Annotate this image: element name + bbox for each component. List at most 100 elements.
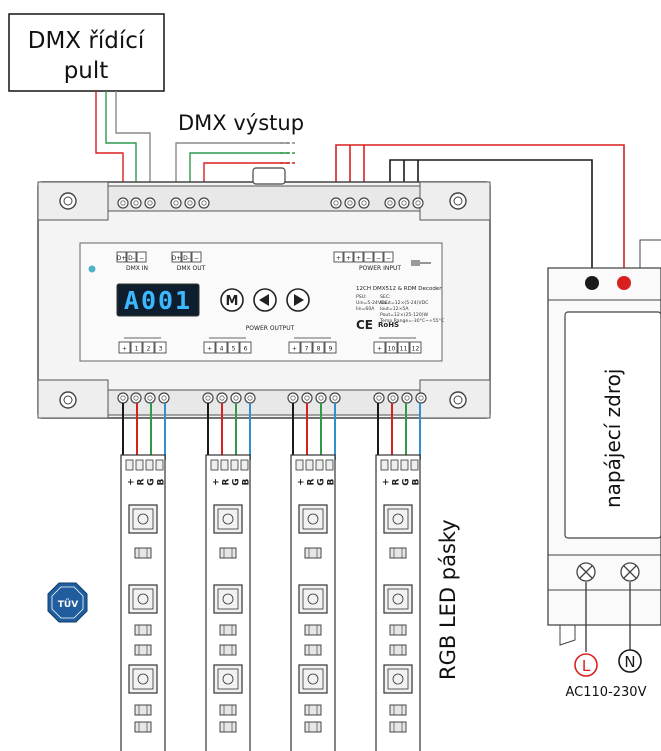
dmx-out-pin: D+: [171, 251, 182, 263]
strip-pin-label: R: [307, 478, 317, 485]
neutral-input-marker: N: [618, 649, 642, 673]
led-chip: [213, 664, 243, 694]
resistor: [219, 644, 237, 656]
dmx-in-wires: [95, 91, 151, 190]
prev-button[interactable]: [253, 288, 277, 312]
terminal-screw: [230, 392, 242, 404]
next-button[interactable]: [286, 288, 310, 312]
controller-label-line1: DMX řídící: [28, 28, 145, 54]
resistor: [134, 721, 152, 733]
resistor: [304, 704, 322, 716]
top-terminal-screws: [117, 197, 424, 209]
power-output-pin-label: 4: [220, 346, 224, 353]
terminal-screw: [117, 392, 129, 404]
terminal-screw: [184, 197, 196, 209]
spec-line: Uout=12×(5-24)VDC: [380, 300, 428, 306]
power-input-pin: −: [373, 251, 384, 263]
ac-voltage-label: AC110-230V: [566, 685, 647, 700]
resistor: [219, 547, 237, 559]
strip-pin-label: G: [147, 478, 157, 485]
dmx-output-label: DMX výstup: [178, 111, 304, 135]
resistor: [389, 644, 407, 656]
mode-button[interactable]: M: [220, 288, 244, 312]
tuv-badge-text: TÜV: [58, 599, 78, 610]
resistor: [134, 624, 152, 636]
dmx-out-block: D+D-− DMX OUT: [171, 251, 206, 272]
power-output-pin-label: +: [377, 346, 382, 353]
power-input-pin: −: [363, 251, 374, 263]
display-readout: A001: [124, 286, 192, 315]
svg-text:−: −: [386, 255, 391, 262]
led-chip: [213, 584, 243, 614]
terminal-screw: [216, 392, 228, 404]
spec-line: Temp Range=-30°C~+55°C: [379, 318, 444, 324]
terminal-screw: [329, 392, 341, 404]
dmx-in-pin: D-: [126, 251, 137, 263]
terminal-screw: [144, 197, 156, 209]
strip-pin-label: B: [242, 478, 252, 485]
resistor: [389, 624, 407, 636]
terminal-screw: [287, 392, 299, 404]
power-input-pin: +: [333, 251, 344, 263]
resistor: [389, 547, 407, 559]
strip-pin-label: B: [157, 478, 167, 485]
rohs-mark: RoHS: [378, 321, 399, 329]
svg-text:−: −: [376, 255, 381, 262]
resistor: [304, 624, 322, 636]
resistor: [219, 721, 237, 733]
power-input-pin: +: [343, 251, 354, 263]
ce-mark: CE: [356, 318, 373, 332]
terminal-screw: [358, 197, 370, 209]
resistor: [389, 704, 407, 716]
strip-pin-label: +: [297, 478, 307, 486]
led-chip: [128, 664, 158, 694]
psu-negative-terminal: [585, 276, 599, 290]
spec-line: SEC:: [380, 294, 391, 300]
svg-text:+: +: [336, 255, 341, 262]
terminal-screw: [130, 392, 142, 404]
terminal-screw: [130, 197, 142, 209]
power-output-pin-label: 7: [305, 346, 309, 353]
dmx-out-pin: −: [191, 251, 202, 263]
resistor: [304, 547, 322, 559]
strip-pin-label: B: [412, 478, 422, 485]
dmx-out-pin: D-: [181, 251, 192, 263]
power-input-block: +++−−− POWER INPUT: [333, 251, 401, 272]
spec-right: SEC:Uout=12×(5-24)VDCIout=12×5APout=12×(…: [379, 294, 444, 324]
svg-text:+: +: [346, 255, 351, 262]
resistor: [304, 721, 322, 733]
power-output-pin-label: +: [122, 346, 127, 353]
spec-line: Iin=60A: [356, 306, 375, 312]
led-chip: [213, 504, 243, 534]
led-chip: [128, 504, 158, 534]
terminal-screw: [398, 197, 410, 209]
power-output-pin-label: 8: [317, 346, 321, 353]
dmx-in-pin: D+: [116, 251, 127, 263]
terminal-screw: [144, 392, 156, 404]
resistor: [134, 547, 152, 559]
strip-pin-label: G: [232, 478, 242, 485]
svg-text:−: −: [194, 255, 199, 262]
resistor: [134, 704, 152, 716]
power-output-pin-label: +: [207, 346, 212, 353]
svg-text:L: L: [582, 657, 591, 675]
resistor: [389, 721, 407, 733]
terminal-screw: [301, 392, 313, 404]
led-chip: [383, 664, 413, 694]
terminal-screw: [170, 197, 182, 209]
terminal-screw: [117, 197, 129, 209]
power-output-pin-label: 11: [400, 346, 408, 353]
dmx-out-label: DMX OUT: [177, 265, 206, 272]
led-strips-label: RGB LED pásky: [436, 519, 460, 680]
power-output-pin-label: 12: [412, 346, 420, 353]
svg-text:N: N: [624, 653, 635, 671]
svg-text:D+: D+: [172, 255, 182, 262]
channel-display: A001: [116, 283, 200, 317]
strip-pin-label: R: [222, 478, 232, 485]
terminal-screw: [330, 197, 342, 209]
